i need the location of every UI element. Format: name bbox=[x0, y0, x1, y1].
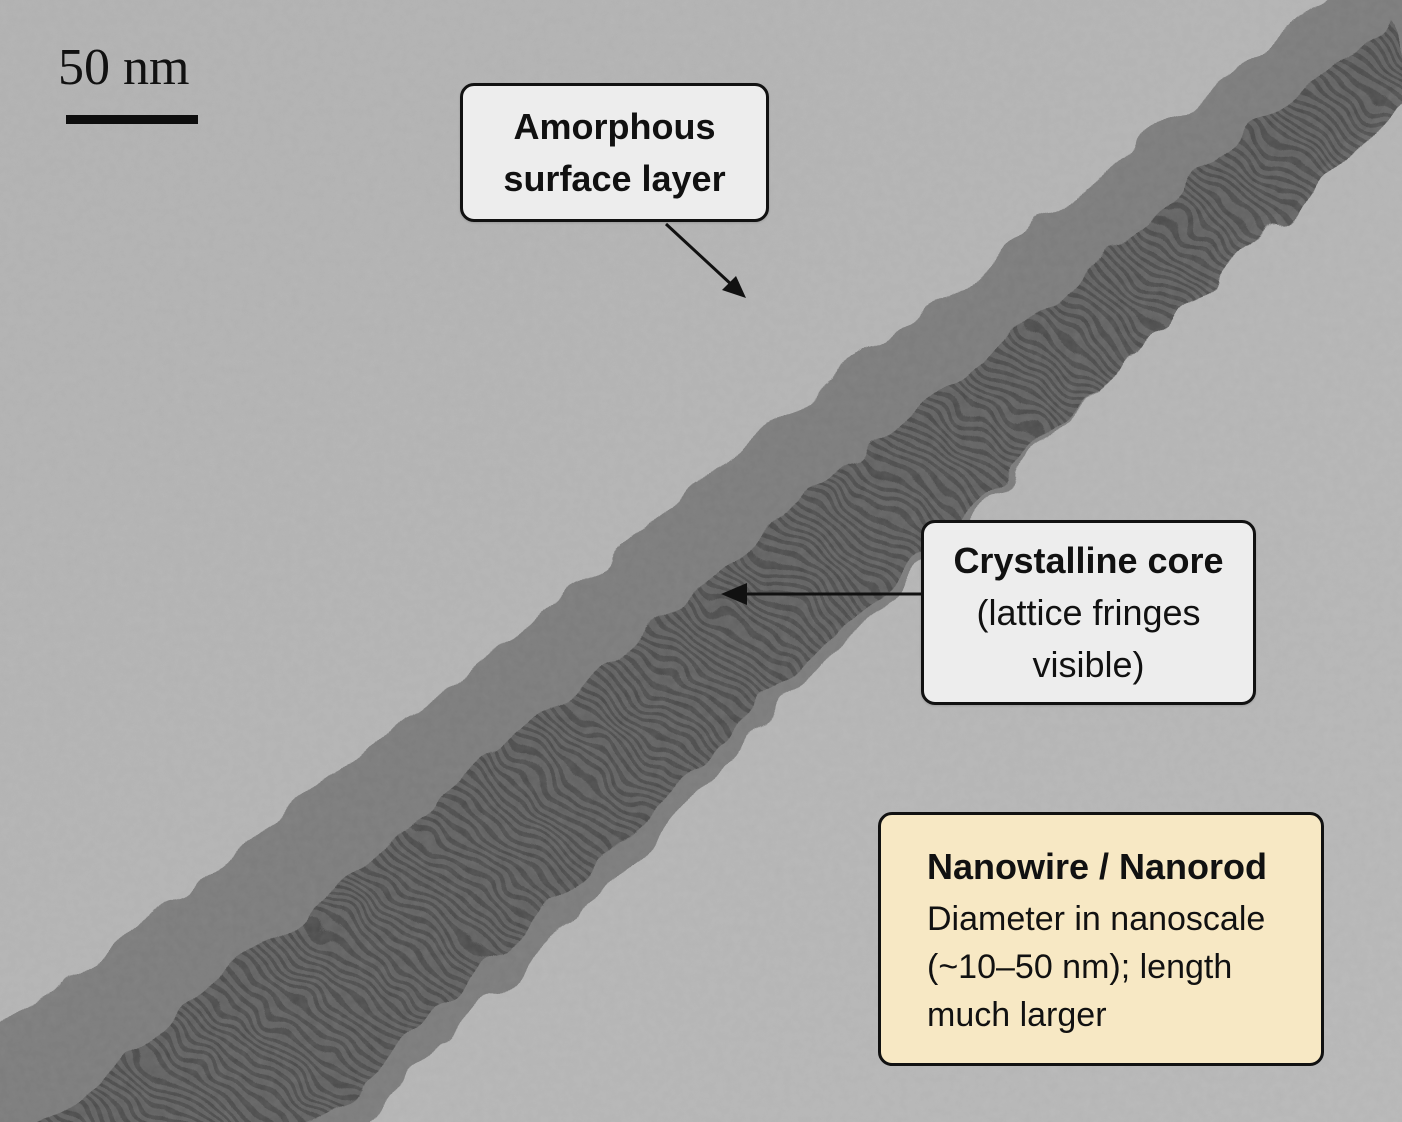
scale-bar bbox=[66, 115, 198, 124]
info-box-line1: Diameter in nanoscale bbox=[927, 900, 1266, 938]
info-box-line2: (~10–50 nm); length bbox=[927, 948, 1233, 986]
callout-amorphous-line1: Amorphous bbox=[513, 105, 716, 147]
callout-crystalline-line3: visible) bbox=[1032, 643, 1145, 685]
info-box-nanowire: Nanowire / Nanorod Diameter in nanoscale… bbox=[878, 812, 1324, 1066]
callout-crystalline-line1: Crystalline core bbox=[953, 539, 1224, 581]
scale-bar-label: 50 nm bbox=[58, 39, 190, 96]
callout-crystalline-line2: (lattice fringes bbox=[976, 591, 1201, 633]
callout-crystalline-core: Crystalline core (lattice fringes visibl… bbox=[921, 520, 1256, 705]
info-box-title: Nanowire / Nanorod bbox=[927, 846, 1268, 887]
info-box-line3: much larger bbox=[927, 996, 1107, 1034]
callout-amorphous-line2: surface layer bbox=[503, 157, 726, 199]
arrow-amorphous bbox=[664, 222, 746, 298]
arrow-crystalline bbox=[721, 583, 921, 605]
callout-amorphous-surface-layer: Amorphous surface layer bbox=[460, 83, 769, 222]
